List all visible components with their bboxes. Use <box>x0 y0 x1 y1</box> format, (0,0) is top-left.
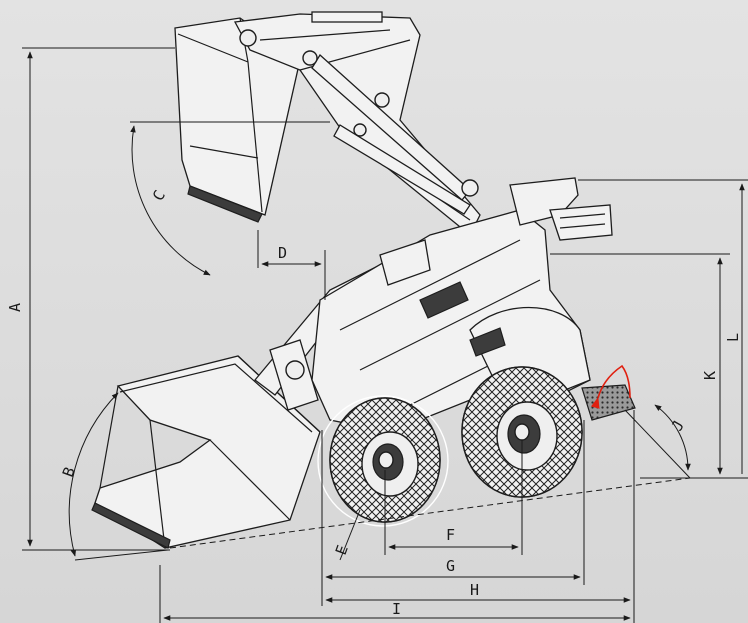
dimension-label-f: F <box>446 526 455 544</box>
rear-wheel <box>461 366 583 498</box>
operator-platform <box>509 177 613 241</box>
loader-machine <box>91 11 636 549</box>
dimension-label-i: I <box>392 600 401 618</box>
front-wheel <box>317 395 449 527</box>
dimension-label-d: D <box>278 244 287 262</box>
rear-step <box>581 384 636 421</box>
dimension-label-k: K <box>701 371 719 380</box>
dimension-label-a: A <box>6 303 24 312</box>
dimension-lines <box>22 47 748 623</box>
dimension-label-g: G <box>446 557 455 575</box>
dimension-label-e: E <box>332 543 352 558</box>
dimension-label-l: L <box>724 333 742 342</box>
dimension-label-j: J <box>668 417 688 434</box>
dimension-label-c: C <box>149 187 169 204</box>
dimension-label-h: H <box>470 581 479 599</box>
